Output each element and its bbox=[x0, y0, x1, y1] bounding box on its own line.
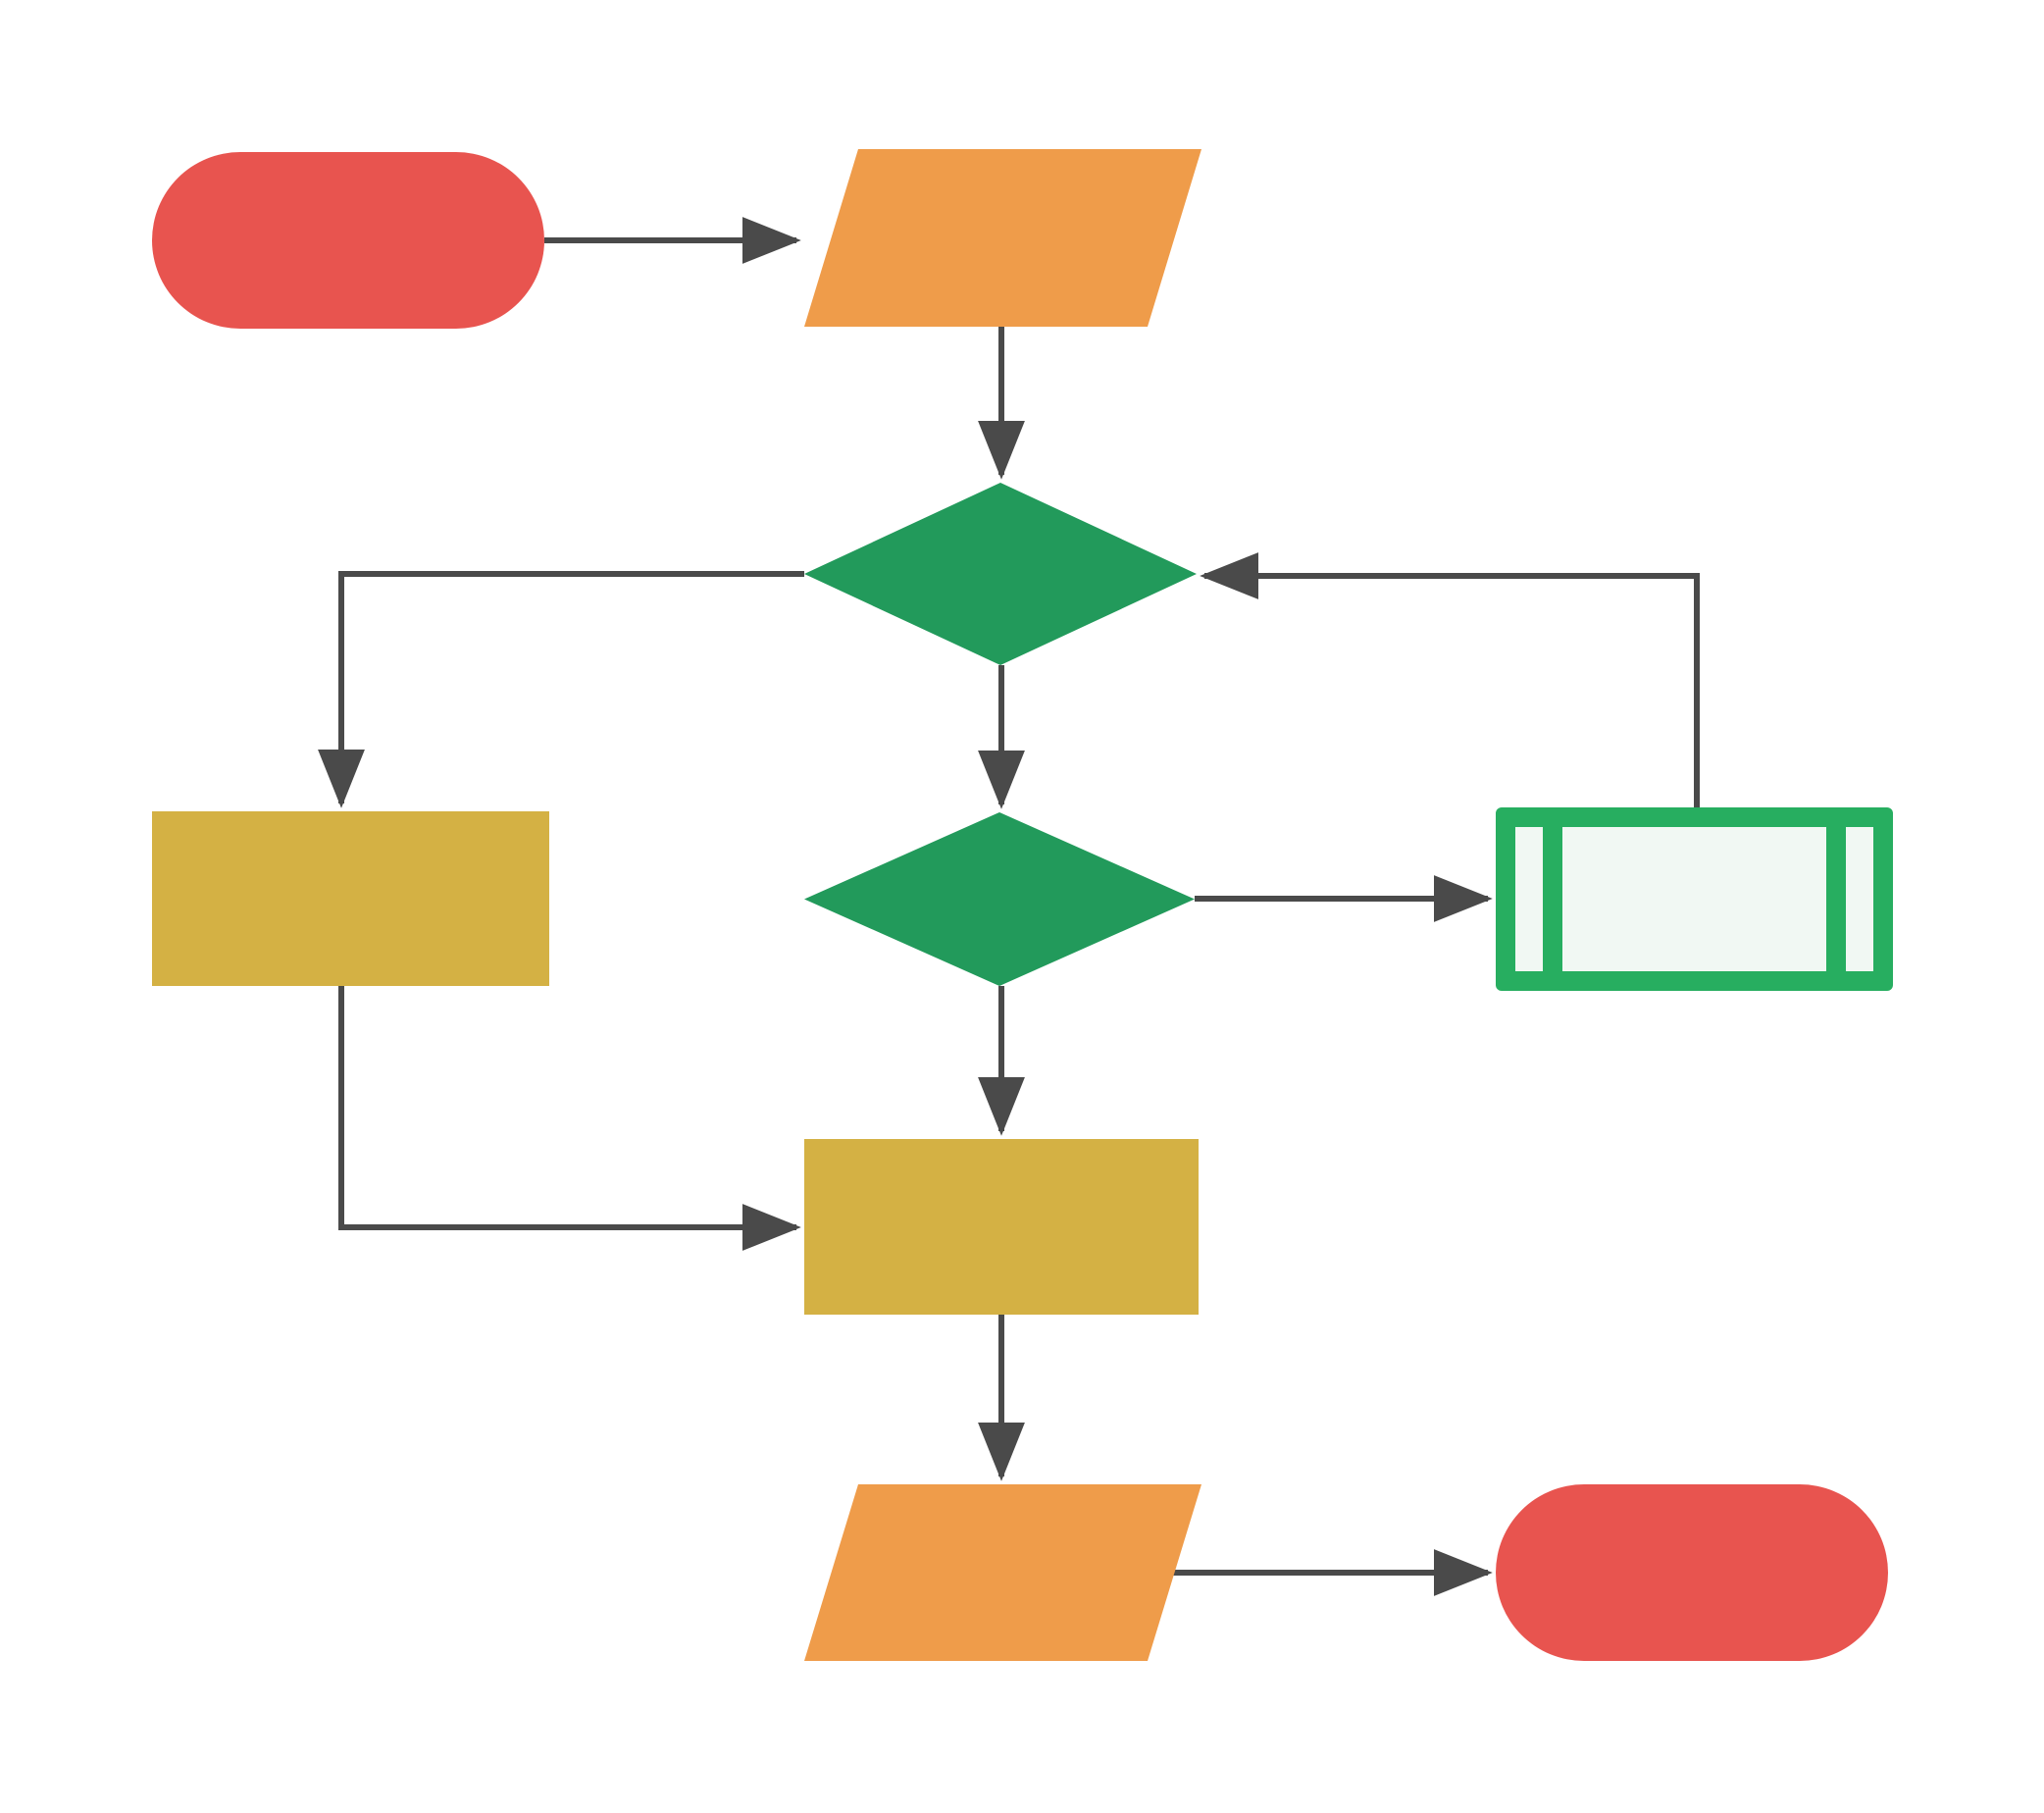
output-parallelogram[interactable] bbox=[804, 1484, 1201, 1661]
start-terminator[interactable] bbox=[152, 152, 544, 329]
process-rect-middle[interactable] bbox=[804, 1139, 1199, 1315]
process-rect-left[interactable] bbox=[152, 811, 549, 986]
input-parallelogram[interactable] bbox=[804, 149, 1201, 327]
edge-process-left-to-process-mid bbox=[338, 986, 801, 1251]
edge-subroutine-loopback-to-decision1 bbox=[1200, 552, 1700, 807]
end-terminator[interactable] bbox=[1496, 1484, 1888, 1661]
subroutine-box[interactable] bbox=[1496, 807, 1893, 991]
decision-diamond-secondary[interactable] bbox=[804, 812, 1195, 986]
edge-decision1-to-process-left bbox=[318, 571, 804, 808]
edges-layer bbox=[318, 217, 1700, 1596]
nodes-layer bbox=[152, 149, 1893, 1661]
decision-diamond-primary[interactable] bbox=[804, 483, 1197, 665]
